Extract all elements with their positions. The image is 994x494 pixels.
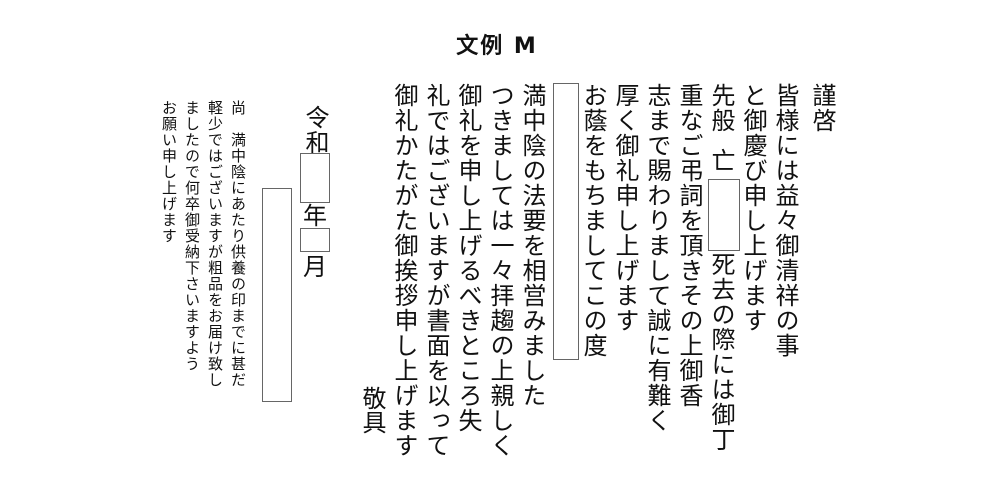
postscript-line: ましたので何卒御受納下さいますよう xyxy=(183,100,201,372)
page-title: 文例 M xyxy=(456,34,538,59)
signer-name-field xyxy=(262,188,292,402)
date-year-field xyxy=(300,153,330,203)
letter-line-deceased-label: 亡 xyxy=(707,148,735,173)
letter-line: と御慶び申し上げます xyxy=(739,83,767,333)
letter-line: お蔭をもちましてこの度 xyxy=(579,83,607,358)
date-month-field xyxy=(300,228,330,252)
letter-line: 満中陰の法要を相営みました xyxy=(518,83,546,408)
letter-line-suffix: 死去の際には御丁 xyxy=(707,252,735,452)
date-year-label: 年 xyxy=(303,202,327,230)
deceased-name-field xyxy=(708,179,740,251)
letter-line-prefix: 先般 xyxy=(707,83,735,133)
letter-line: 志まで賜わりまして誠に有難く xyxy=(643,83,671,433)
letter-line: つきましては一々拝趨の上親しく xyxy=(486,83,514,458)
letter-line: 御礼を申し上げるべきところ失 xyxy=(454,83,482,433)
postscript-line: 尚 満中陰にあたり供養の印までに甚だ xyxy=(229,100,247,388)
letter-opening: 謹啓 xyxy=(808,83,836,133)
host-name-field xyxy=(553,83,579,360)
date-month-label: 月 xyxy=(303,253,327,281)
letter-closing: 敬具 xyxy=(358,386,386,434)
letter-line: 皆様には益々御清祥の事 xyxy=(771,83,799,358)
letter-line: 御礼かたがた御挨拶申し上げます xyxy=(390,83,418,458)
postscript-line: お願い申し上げます xyxy=(160,100,178,244)
letter-line: 厚く御礼申し上げます xyxy=(611,83,639,333)
letter-line: 礼ではございますが書面を以って xyxy=(422,83,450,458)
date-era: 令和 xyxy=(301,105,329,155)
postscript-line: 軽少ではございますが粗品をお届け致し xyxy=(206,100,224,388)
letter-line: 重なご弔詞を頂きその上御香 xyxy=(675,83,703,408)
